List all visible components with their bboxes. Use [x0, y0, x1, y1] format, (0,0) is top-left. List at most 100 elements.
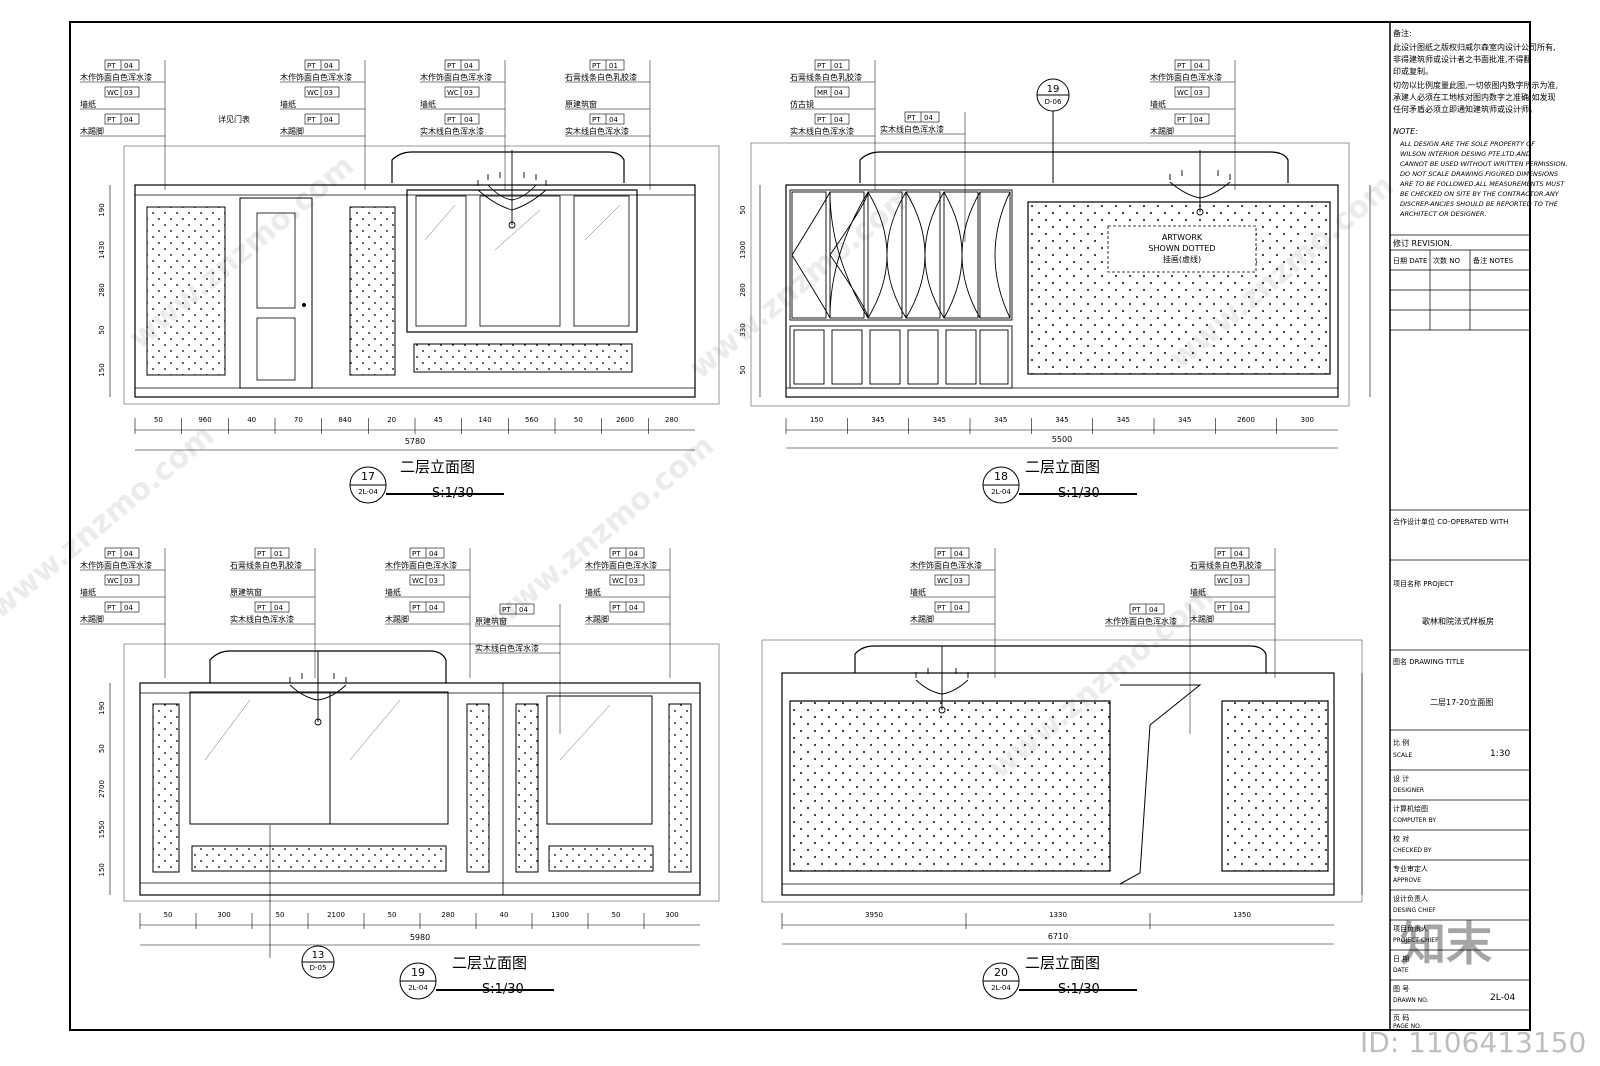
- material-tag-box: [409, 547, 445, 559]
- svg-text:DISCREP-ANCIES SHOULD BE REPOR: DISCREP-ANCIES SHOULD BE REPORTED TO THE: [1400, 200, 1559, 208]
- dimension-value: 70: [294, 416, 303, 424]
- elevation-20-wallpaper-panel-1: [789, 700, 1111, 872]
- dimension-value: 45: [434, 416, 443, 424]
- dimension-value-vertical: 190: [98, 203, 106, 216]
- drawing-title: 二层17-20立面图: [1430, 697, 1493, 707]
- material-number: 04: [124, 116, 133, 124]
- material-number: 04: [629, 550, 638, 558]
- material-tag-box: [1214, 574, 1250, 586]
- svg-text:设 计: 设 计: [1393, 774, 1409, 783]
- material-tag-box: [409, 574, 445, 586]
- drawing-19-title: 二层立面图: [452, 954, 527, 972]
- material-label: 墙纸: [80, 587, 96, 597]
- id-watermark: ID: 1106413150: [1360, 1026, 1586, 1059]
- notes-cn-title: 备注:: [1393, 28, 1412, 38]
- material-code: WC: [1177, 89, 1189, 97]
- elevation-17-wall: [134, 184, 696, 398]
- elevation-20: [761, 639, 1363, 945]
- dimension-value-vertical: 280: [739, 283, 747, 296]
- elevation-19-wallpaper-panel-3: [515, 703, 539, 873]
- section-ref-code: D-06: [1045, 98, 1062, 106]
- material-tag-box: [1174, 59, 1210, 71]
- elevation-19-window-small: [546, 695, 653, 825]
- title-block-grid: [1390, 234, 1530, 1011]
- dimension-value: 50: [276, 911, 285, 919]
- material-label: 墙纸: [80, 99, 96, 109]
- material-number: 04: [429, 550, 438, 558]
- material-label: 墙纸: [280, 99, 296, 109]
- dimension-value-vertical: 1550: [98, 820, 106, 838]
- material-code: PT: [937, 604, 946, 612]
- elevation-20-wall: [781, 672, 1335, 896]
- svg-text:此设计图纸之版权归威尔森室内设计公司所有,: 此设计图纸之版权归威尔森室内设计公司所有,: [1393, 42, 1556, 52]
- material-label: 木踢脚: [80, 614, 104, 624]
- dimension-total: 6710: [1048, 932, 1068, 941]
- svg-text:承建人必须在工地核对图内数字之准确,如发现: 承建人必须在工地核对图内数字之准确,如发现: [1393, 92, 1556, 102]
- elevation-17-dado-panel: [413, 343, 633, 373]
- drawing-20-number: 20: [994, 966, 1008, 979]
- dimension-value: 345: [1055, 416, 1068, 424]
- material-code: PT: [107, 604, 116, 612]
- material-tag-box: [254, 547, 290, 559]
- artwork-label: 挂画(虚线): [1163, 254, 1201, 264]
- material-label: 木踢脚: [585, 614, 609, 624]
- material-number: 04: [609, 116, 618, 124]
- material-code: WC: [107, 577, 119, 585]
- material-tag-box: [444, 86, 480, 98]
- material-number: 04: [834, 89, 843, 97]
- material-tag-box: [1214, 601, 1250, 613]
- elevation-19-wallpaper-panel-1: [152, 703, 180, 873]
- material-label: 墙纸: [585, 587, 601, 597]
- svg-text:印或复制。: 印或复制。: [1393, 66, 1433, 76]
- elevation-19-wall: [139, 682, 701, 896]
- material-number: 03: [124, 577, 133, 585]
- title-block: 备注: 此设计图纸之版权归威尔森室内设计公司所有, 非得建筑师或设计者之书面批准…: [1393, 28, 1568, 1030]
- material-code: PT: [447, 116, 456, 124]
- material-code: PT: [907, 114, 916, 122]
- svg-text:项目负责人: 项目负责人: [1393, 924, 1428, 933]
- svg-text:次数 NO: 次数 NO: [1433, 256, 1460, 265]
- material-number: 04: [1194, 116, 1203, 124]
- material-number: 04: [1194, 62, 1203, 70]
- material-label: 木作饰面白色浑水漆: [80, 560, 152, 570]
- dimension-value: 840: [338, 416, 351, 424]
- elevation-19-cornice: [209, 650, 447, 683]
- material-code: PT: [937, 550, 946, 558]
- svg-text:PROJECT CHIEF: PROJECT CHIEF: [1393, 937, 1439, 944]
- svg-text:DRAWN NO.: DRAWN NO.: [1393, 997, 1429, 1004]
- elevation-19-wallpaper-panel-2: [466, 703, 490, 873]
- material-label: 实木线白色浑水漆: [790, 126, 854, 136]
- material-number: 03: [429, 577, 438, 585]
- material-label: 木踢脚: [910, 614, 934, 624]
- elevation-20-wallpaper-panel-2: [1221, 700, 1329, 872]
- material-tag-box: [904, 111, 940, 123]
- material-tag-box: [304, 59, 340, 71]
- elevation-19-window-right: [329, 691, 449, 825]
- material-label: 木踢脚: [280, 126, 304, 136]
- material-tag-box: [104, 113, 140, 125]
- dimension-value: 560: [525, 416, 538, 424]
- material-number: 04: [464, 116, 473, 124]
- material-code: WC: [612, 577, 624, 585]
- material-tag-box: [104, 547, 140, 559]
- drawing-18-scale: S:1/30: [1058, 486, 1100, 501]
- material-tag-box: [814, 86, 850, 98]
- material-code: PT: [1177, 62, 1186, 70]
- drawing-number: 2L-04: [1490, 993, 1516, 1003]
- elevation-19-outer-frame: [123, 643, 720, 902]
- material-label: 木作饰面白色浑水漆: [385, 560, 457, 570]
- dimension-value: 960: [198, 416, 211, 424]
- material-number: 03: [324, 89, 333, 97]
- notes-en-title: NOTE:: [1393, 127, 1418, 136]
- material-label: 墙纸: [1150, 99, 1166, 109]
- dimension-value: 2100: [327, 911, 345, 919]
- material-code: WC: [412, 577, 424, 585]
- svg-text:图 号: 图 号: [1393, 985, 1409, 993]
- material-number: 03: [954, 577, 963, 585]
- material-number: 03: [629, 577, 638, 585]
- dimension-value-vertical: 190: [98, 702, 106, 715]
- material-number: 04: [274, 604, 283, 612]
- material-number: 04: [834, 116, 843, 124]
- material-number: 04: [1149, 606, 1158, 614]
- material-code: PT: [412, 604, 421, 612]
